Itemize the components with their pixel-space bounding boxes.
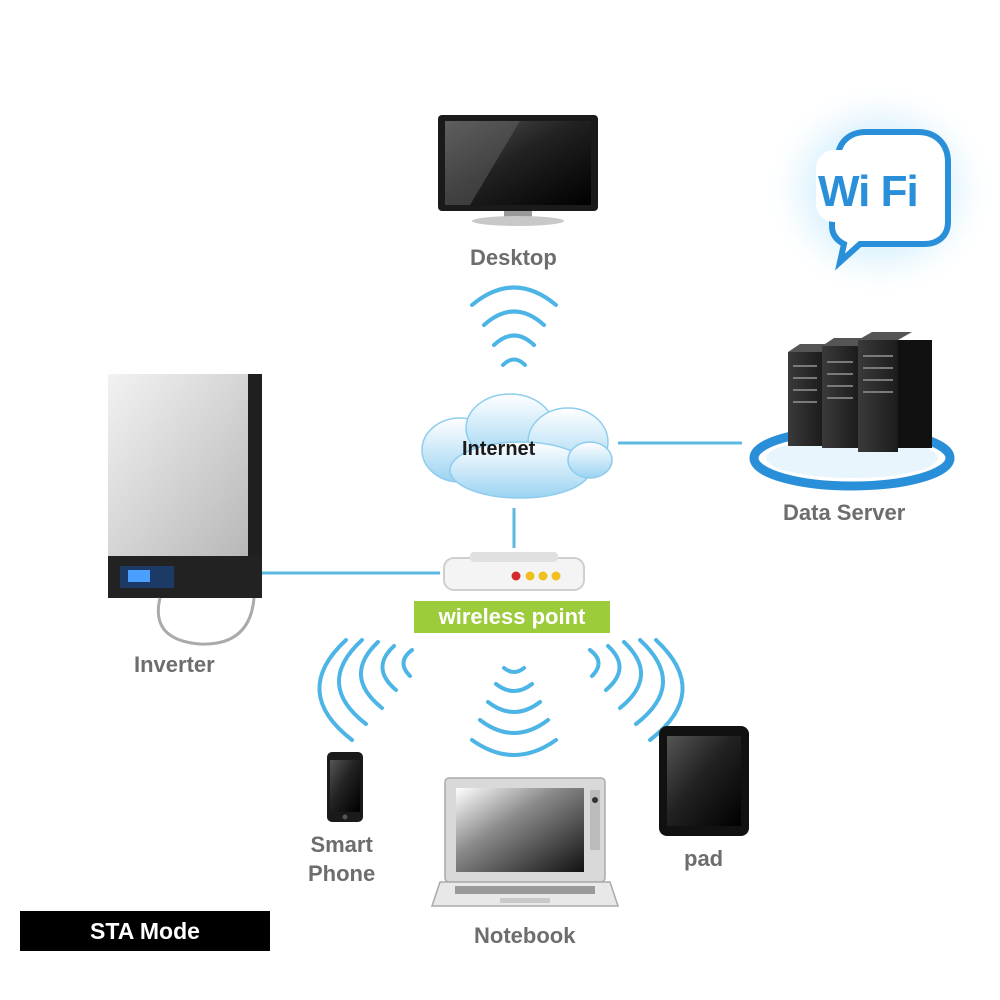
wifi-logo-part1: Wi: [818, 167, 870, 216]
router-wave-right-icon: [588, 638, 685, 742]
wifi-logo-text: Wi Fi: [818, 167, 919, 217]
smartphone-icon: [327, 752, 363, 822]
router-wave-left-icon: [317, 638, 414, 742]
wireless-point-label: wireless point: [414, 601, 610, 633]
laptop-icon: [430, 777, 620, 907]
desktop-wave-icon: [470, 285, 558, 367]
wifi-logo-part2: Fi: [880, 167, 919, 216]
wifi-logo-icon: [762, 80, 998, 300]
data-server-label: Data Server: [783, 500, 906, 525]
internet-label: Internet: [462, 438, 536, 460]
notebook-label: Notebook: [474, 923, 576, 948]
desktop-monitor-icon: [438, 115, 598, 226]
router-wave-down-icon: [470, 666, 558, 757]
inverter-icon: [108, 374, 262, 646]
cloud-icon: [421, 393, 613, 499]
router-icon: [443, 552, 585, 591]
smart-phone-label: Smart Phone: [308, 830, 375, 888]
pad-label: pad: [684, 846, 724, 871]
tablet-icon: [659, 726, 749, 836]
desktop-label: Desktop: [470, 245, 557, 270]
sta-mode-label: STA Mode: [20, 911, 270, 951]
inverter-label: Inverter: [134, 652, 215, 677]
server-rack-icon: [749, 332, 955, 491]
smart-phone-label-line2: Phone: [308, 861, 376, 886]
link-lines: [262, 441, 742, 575]
smart-phone-label-line1: Smart: [310, 832, 373, 857]
